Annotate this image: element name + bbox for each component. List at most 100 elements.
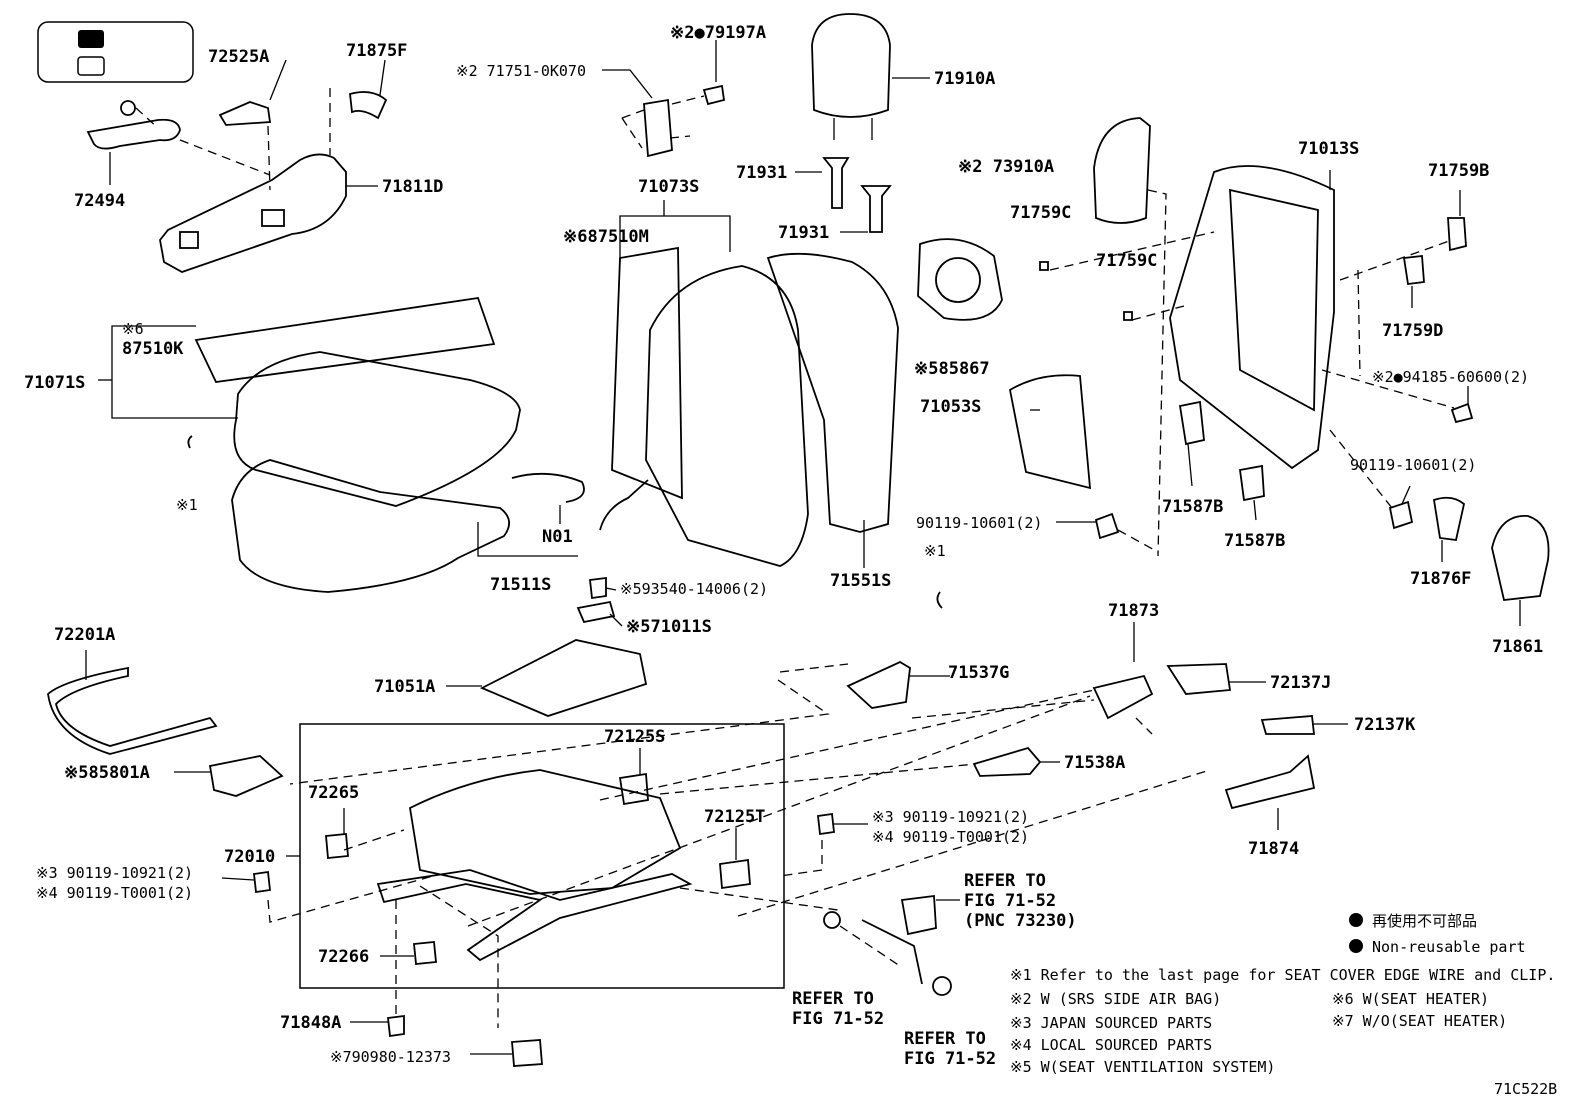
- airbag-73910A: [1093, 117, 1151, 224]
- heater-87510M: [611, 246, 683, 500]
- cover-72137K: [1260, 715, 1316, 735]
- label-72137J: 72137J: [1270, 673, 1331, 693]
- non-reusable-legend: 再使用不可部品 Non-reusable part: [1349, 912, 1526, 956]
- ref-b-line2: FIG 71-52: [904, 1049, 996, 1069]
- bracket-71873: [1092, 674, 1154, 720]
- label-93540: ※593540-14006(2): [620, 580, 768, 598]
- label-note1-a: ※1: [176, 496, 198, 514]
- label-71013S: 71013S: [1298, 139, 1359, 159]
- bracket-71874: [1224, 754, 1316, 810]
- clip-71587B-b: [1238, 464, 1265, 502]
- legend-jp: 再使用不可部品: [1372, 912, 1477, 930]
- cushion-cover-71071S: [233, 351, 521, 507]
- label-71511S: 71511S: [490, 575, 551, 595]
- ref-a-line2: FIG 71-52: [792, 1009, 884, 1029]
- label-79197A: ※2●79197A: [670, 23, 766, 43]
- ref-73230-line2: FIG 71-52: [964, 891, 1056, 911]
- empty-key-icon: [77, 56, 105, 76]
- note-5: ※5 W(SEAT VENTILATION SYSTEM): [1010, 1058, 1275, 1076]
- note-7: ※7 W/O(SEAT HEATER): [1332, 1012, 1507, 1030]
- note-6: ※6 W(SEAT HEATER): [1332, 990, 1489, 1008]
- bolt-icon: [120, 100, 136, 116]
- lumbar-71053S: [1008, 374, 1092, 490]
- track-72010: [409, 769, 682, 895]
- label-90119-T0001-right: ※4 90119-T0001(2): [872, 828, 1029, 846]
- label-71011S: ※571011S: [626, 617, 712, 637]
- guide-71931-b: [860, 185, 892, 233]
- note-3: ※3 JAPAN SOURCED PARTS: [1010, 1014, 1212, 1032]
- label-87510K-note: ※6: [122, 320, 144, 338]
- nut-94185: [1450, 402, 1474, 424]
- guide-71931-a: [822, 157, 850, 209]
- label-71875F: 71875F: [346, 41, 407, 61]
- clip-71759D: [1402, 255, 1425, 286]
- cover-72137J: [1166, 663, 1232, 695]
- label-71751: ※2 71751-0K070: [456, 62, 586, 80]
- filled-key-icon: [78, 30, 104, 48]
- note-4: ※4 LOCAL SOURCED PARTS: [1010, 1036, 1212, 1054]
- label-71873: 71873: [1108, 601, 1159, 621]
- clip-icon: [187, 435, 193, 449]
- back-cover-71073S: [645, 265, 809, 567]
- seat-back-group: [511, 200, 899, 568]
- label-72201A: 72201A: [54, 625, 115, 645]
- armrest-cover-72525A: [218, 101, 272, 126]
- label-71848A: 71848A: [280, 1013, 341, 1033]
- label-71538A: 71538A: [1064, 753, 1125, 773]
- cap-71876F: [1432, 496, 1465, 541]
- wire-72201A: [47, 666, 218, 755]
- label-90119-10921-right: ※3 90119-10921(2): [872, 808, 1029, 826]
- mat-71051A: [479, 639, 648, 717]
- bracket-71011S: [576, 600, 616, 624]
- label-71759D: 71759D: [1382, 321, 1443, 341]
- clip-71759C-a: [1039, 261, 1049, 271]
- legend-en: Non-reusable part: [1372, 938, 1526, 956]
- label-73910A: ※2 73910A: [958, 157, 1054, 177]
- label-71053S: 71053S: [920, 397, 981, 417]
- knob-71861: [1491, 515, 1550, 601]
- bolt-71848A: [387, 1014, 405, 1038]
- label-72494: 72494: [74, 191, 125, 211]
- frame-71013S: [1169, 165, 1335, 470]
- label-71811D: 71811D: [382, 177, 443, 197]
- label-72525A: 72525A: [208, 47, 269, 67]
- fan-85867: [917, 238, 1003, 321]
- figure-code: 71C522B: [1494, 1080, 1557, 1098]
- ref-a-line1: REFER TO: [792, 989, 874, 1009]
- bracket-71538A: [972, 746, 1042, 777]
- label-72125S: 72125S: [604, 727, 665, 747]
- unit-85801A: [208, 755, 284, 797]
- clip-71759B: [1447, 217, 1467, 252]
- clip-72266: [413, 941, 437, 965]
- clip-71759C-b: [1123, 311, 1133, 321]
- label-94185: ※2●94185-60600(2): [1372, 368, 1529, 386]
- note-2: ※2 W (SRS SIDE AIR BAG): [1010, 990, 1221, 1008]
- cushion-pad-71511S: [231, 459, 510, 593]
- footnotes: ※1 Refer to the last page for SEAT COVER…: [1010, 966, 1557, 1098]
- label-71587B-a: 71587B: [1162, 497, 1223, 517]
- label-90119-10921-left: ※3 90119-10921(2): [36, 864, 193, 882]
- bracket-72494: [86, 118, 181, 150]
- bolt-90119-mid: [817, 812, 835, 836]
- label-85801A: ※585801A: [64, 763, 150, 783]
- heater-87510K: [194, 296, 496, 383]
- label-71071S: 71071S: [24, 373, 85, 393]
- cap-71875F: [349, 91, 388, 120]
- note-1: ※1 Refer to the last page for SEAT COVER…: [1010, 966, 1555, 984]
- headrest-71910A: [811, 13, 891, 118]
- belt-buckle: [900, 894, 937, 936]
- label-90119-T0001-left: ※4 90119-T0001(2): [36, 884, 193, 902]
- bolt-79197A: [702, 84, 726, 106]
- clip-72265: [325, 833, 349, 859]
- headrest-group: [602, 13, 930, 233]
- part-labels: 72525A 71875F 72494 71811D ※2 71751-0K07…: [24, 23, 1543, 1069]
- filled-circle-icon-2: [1349, 939, 1363, 953]
- label-71931-a: 71931: [736, 163, 787, 183]
- ref-b-line1: REFER TO: [904, 1029, 986, 1049]
- label-72010: 72010: [224, 847, 275, 867]
- label-71759C-a: 71759C: [1010, 203, 1071, 223]
- armrest-group: [86, 59, 388, 273]
- label-90119-10601-left: 90119-10601(2): [916, 514, 1042, 532]
- label-71874: 71874: [1248, 839, 1299, 859]
